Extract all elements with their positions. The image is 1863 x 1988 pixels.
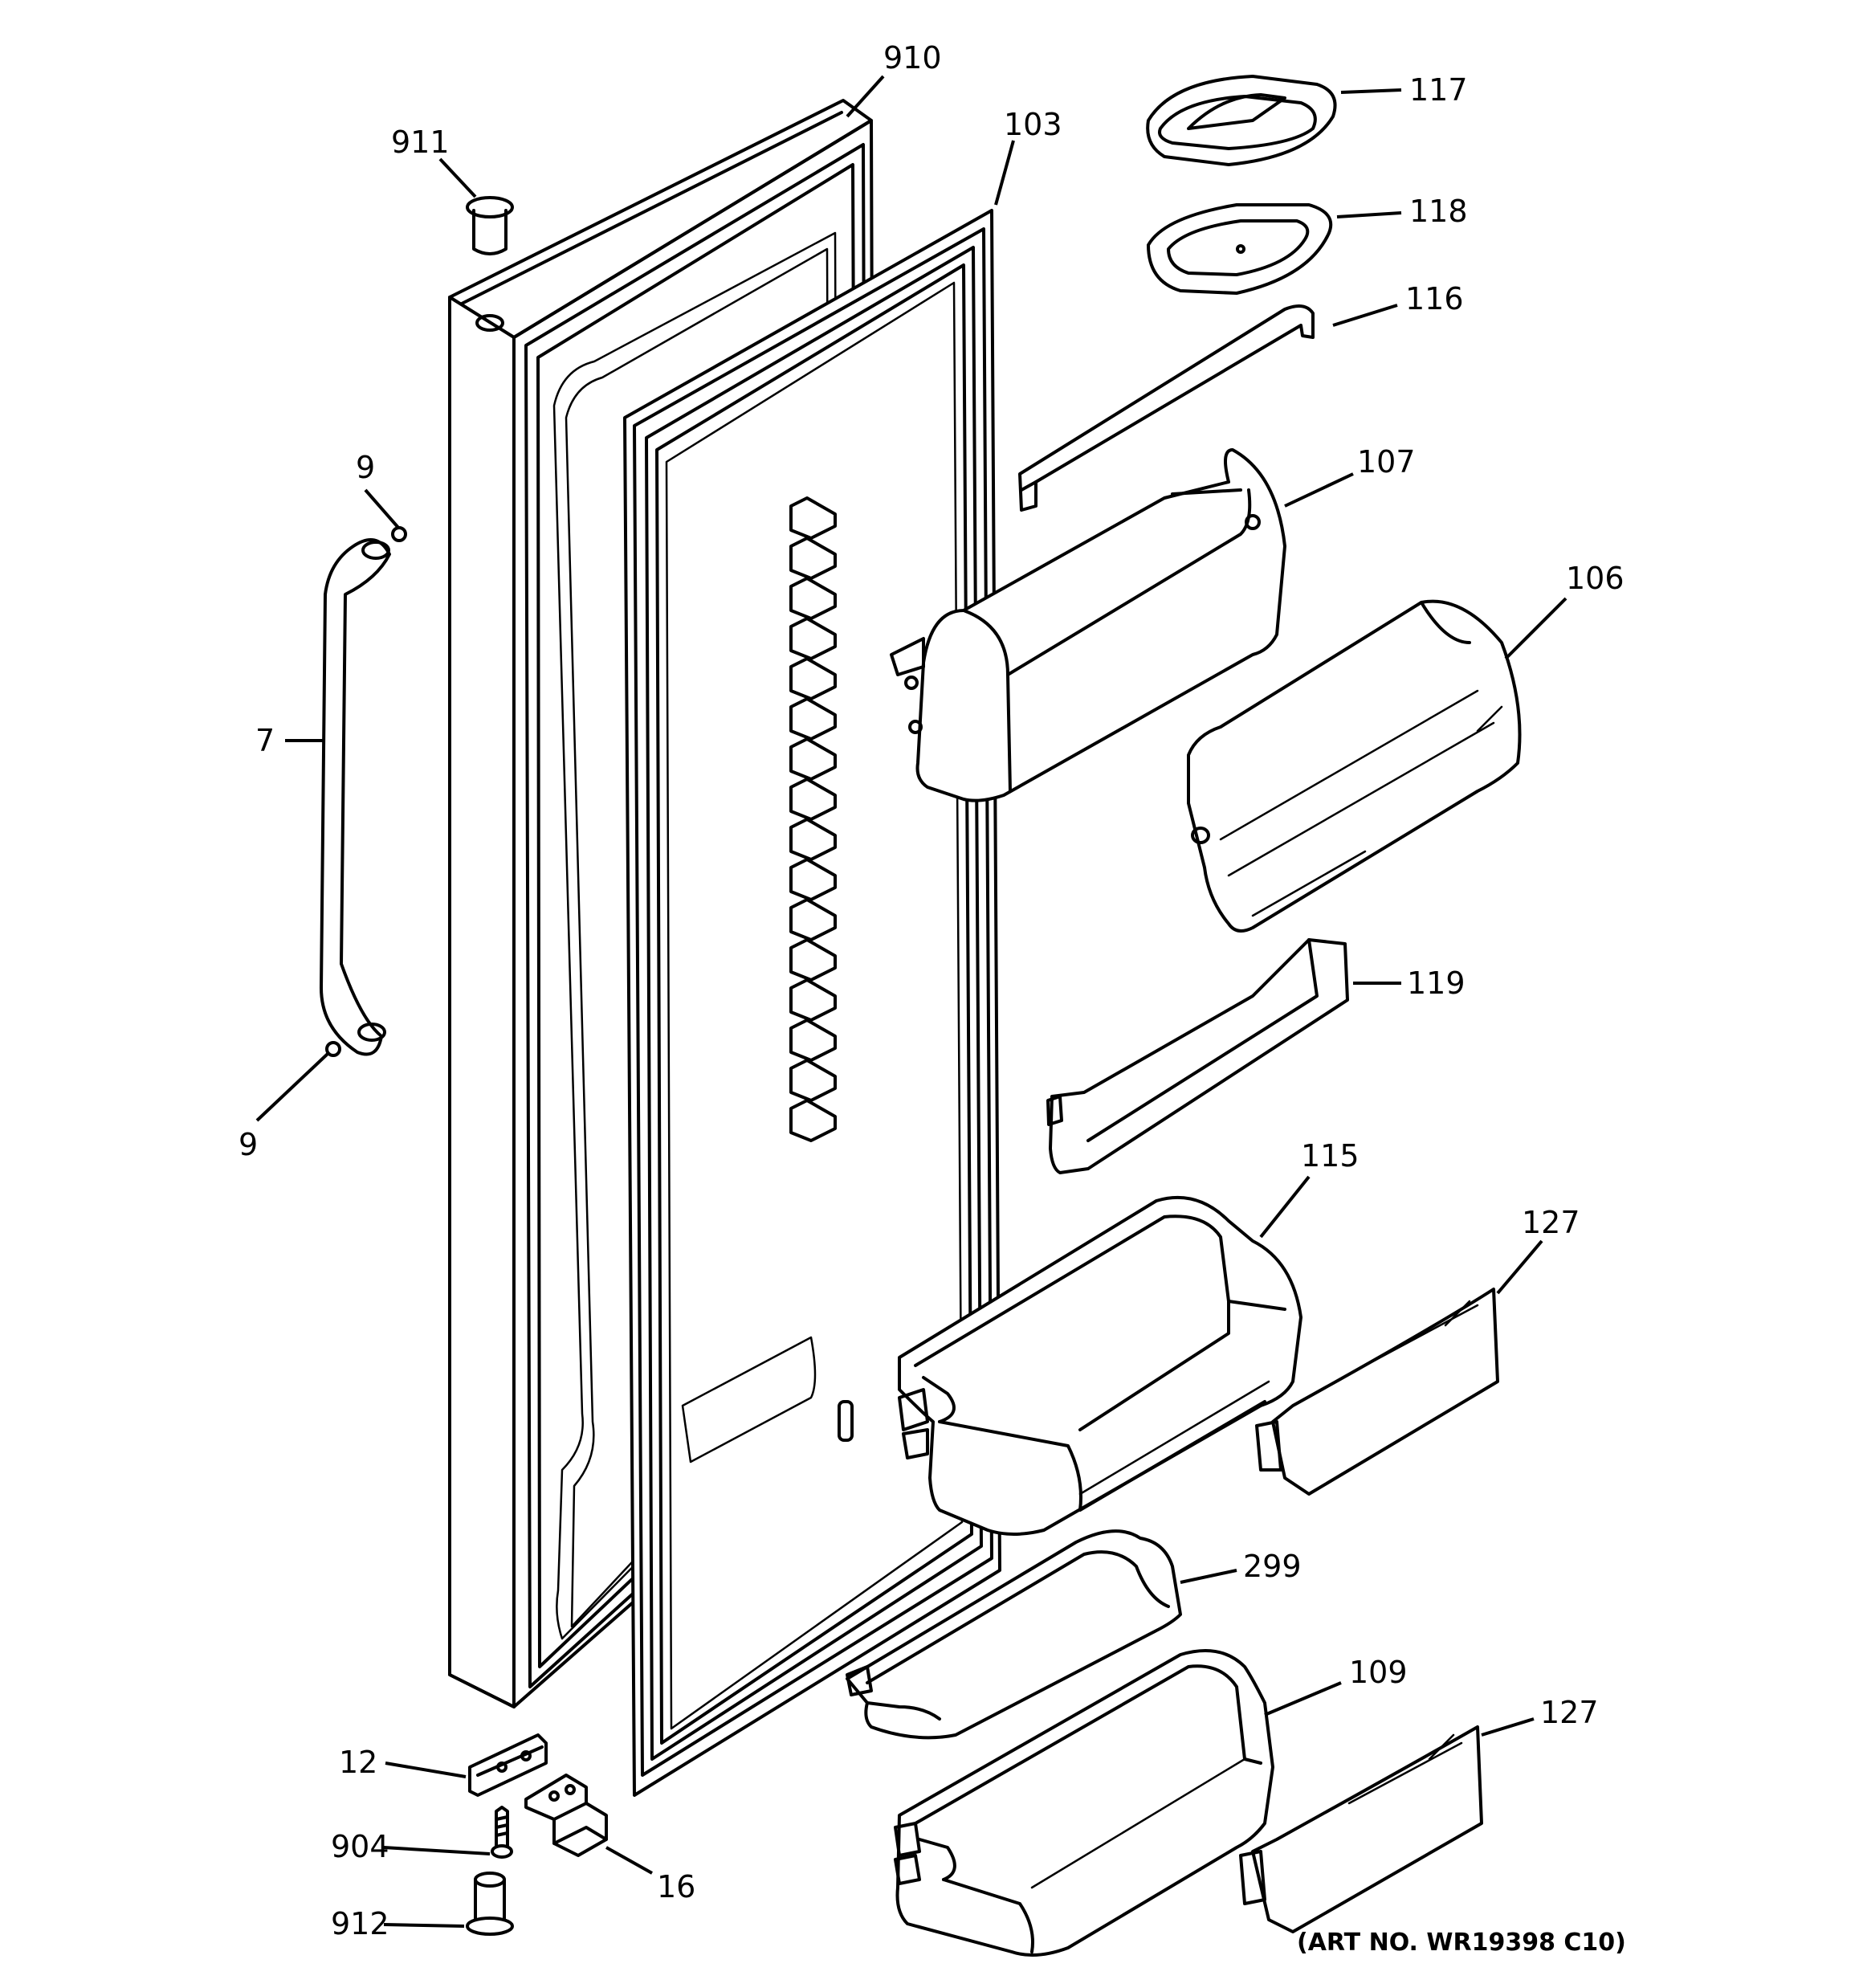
door-bin-299: [846, 1529, 1182, 1740]
door-liner-rails: [681, 496, 854, 1463]
callout-115: 115: [1301, 1138, 1360, 1174]
callout-7: 7: [255, 723, 275, 758]
bushing-911: [466, 196, 514, 255]
tray-118: [1147, 203, 1333, 295]
rail-116: [1018, 304, 1315, 512]
screw-904: [491, 1806, 513, 1859]
door-bin-115: [898, 1195, 1302, 1536]
callout-299: 299: [1243, 1549, 1302, 1584]
screw-9-top: [391, 526, 407, 542]
bushing-912: [466, 1872, 514, 1936]
screw-9-bottom: [325, 1041, 341, 1057]
leader-lines: [255, 75, 1567, 1928]
callout-107: 107: [1357, 444, 1416, 480]
callout-911: 911: [391, 125, 450, 160]
callout-910: 910: [883, 40, 942, 76]
callout-127-lower: 127: [1540, 1695, 1599, 1730]
bin-cover-106: [1187, 599, 1522, 933]
dispenser-cover-117: [1146, 75, 1337, 166]
callout-9-top: 9: [356, 450, 375, 485]
door-gasket: [623, 209, 1001, 1797]
callout-106: 106: [1566, 561, 1625, 596]
bin-front-127-lower: [1239, 1725, 1483, 1933]
door-bin-109: [894, 1649, 1274, 1957]
callout-9-bottom: 9: [238, 1127, 258, 1162]
callout-904: 904: [331, 1829, 389, 1864]
callout-118: 118: [1409, 194, 1468, 229]
bin-front-119: [1046, 938, 1349, 1174]
callout-109: 109: [1349, 1655, 1408, 1690]
callout-119: 119: [1407, 965, 1466, 1001]
art-number: (ART NO. WR19398 C10): [1297, 1929, 1626, 1957]
callout-127-upper: 127: [1522, 1205, 1580, 1240]
callout-912: 912: [331, 1906, 389, 1941]
door-outer-panel: [448, 99, 877, 1708]
door-handle: [320, 538, 391, 1056]
callout-labels: 910 911 103 117 118 116 107 106 9 7 9 11…: [238, 40, 1625, 1941]
hinge-bracket-16: [524, 1774, 608, 1857]
callout-16: 16: [657, 1869, 695, 1904]
callout-116: 116: [1405, 281, 1464, 316]
hinge-plate-12: [468, 1733, 548, 1797]
door-bin-107: [890, 448, 1286, 802]
callout-12: 12: [339, 1745, 377, 1780]
callout-103: 103: [1004, 107, 1062, 142]
callout-117: 117: [1409, 72, 1468, 108]
bin-front-127-upper: [1255, 1288, 1499, 1496]
